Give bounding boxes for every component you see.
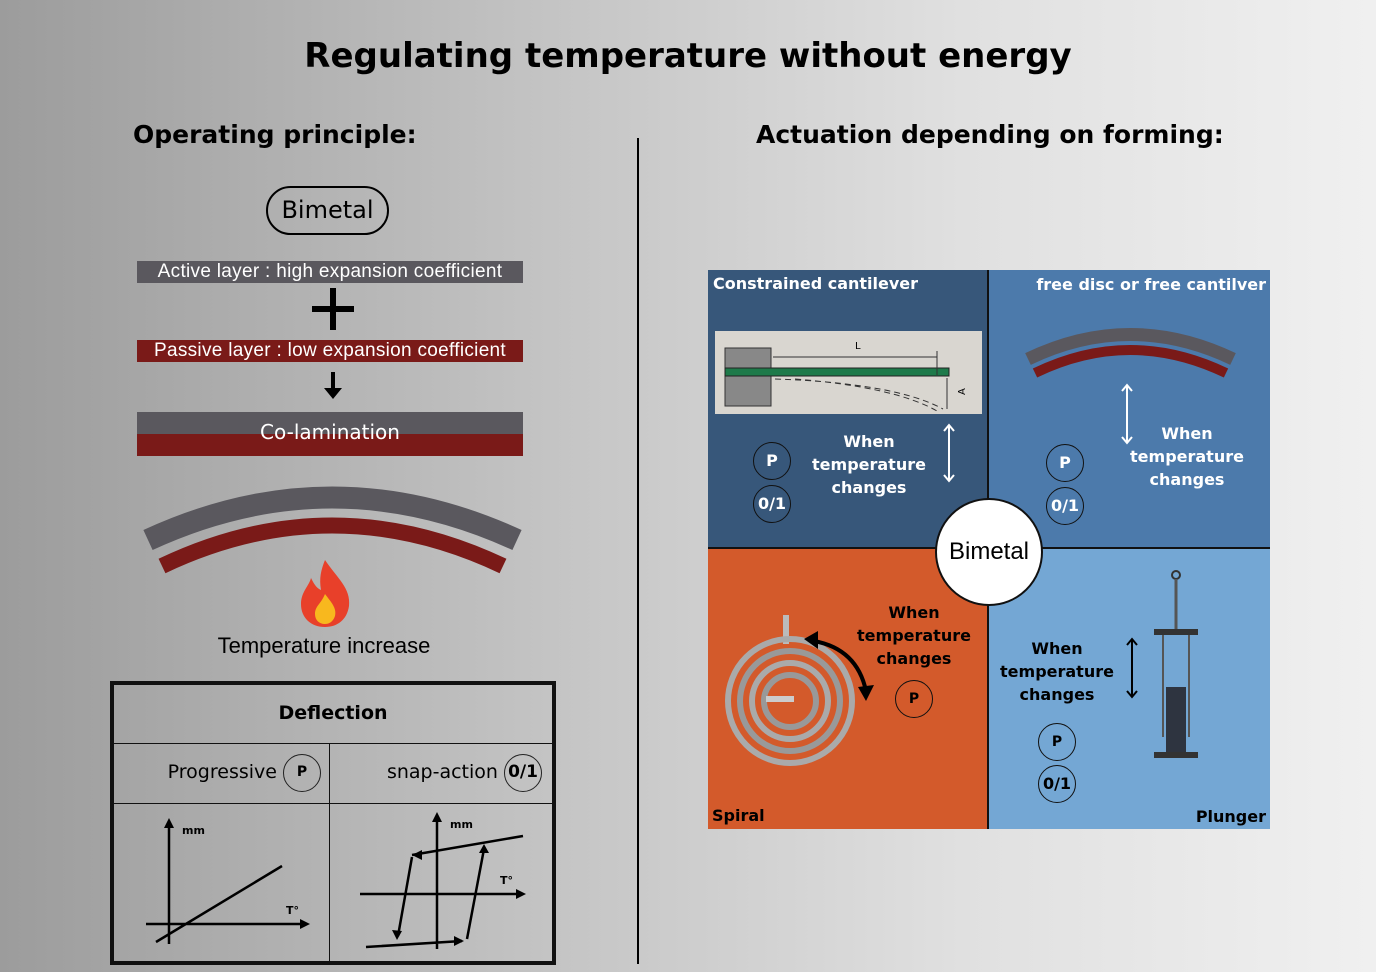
01-badge: 0/1 xyxy=(1046,487,1084,525)
quadrant-free-disc: free disc or free cantilver When temperat… xyxy=(989,270,1270,549)
snap-action-graph-cell: mm T° xyxy=(329,803,553,962)
text: changes xyxy=(876,649,952,668)
p-badge: P xyxy=(753,442,791,480)
fire-icon xyxy=(301,560,350,627)
text: When xyxy=(1161,424,1213,443)
p-badge: P xyxy=(895,680,933,718)
when-temperature-changes: When temperature changes xyxy=(1127,422,1247,491)
snap-action-label: snap-action xyxy=(386,761,498,783)
text: temperature xyxy=(812,455,926,474)
text: temperature xyxy=(857,626,971,645)
deflection-label: A xyxy=(957,388,968,395)
deflection-table: Deflection Progressive P snap-action 0/1… xyxy=(110,681,556,965)
01-badge: 0/1 xyxy=(504,753,542,792)
bimetal-pill: Bimetal xyxy=(266,186,389,235)
arrow-down-icon xyxy=(324,372,342,399)
text: When xyxy=(843,432,895,451)
when-temperature-changes: When temperature changes xyxy=(854,601,974,670)
forming-grid: Constrained cantilever L A When temperatu… xyxy=(708,270,1270,829)
deflection-header: Deflection xyxy=(113,684,553,744)
spiral-image xyxy=(725,615,855,766)
quadrant-title: Constrained cantilever xyxy=(713,274,919,293)
text: temperature xyxy=(1000,662,1114,681)
progressive-graph: mm T° xyxy=(146,818,310,944)
active-layer-label: Active layer : high expansion coefficien… xyxy=(137,261,523,283)
bent-bimetal-strip xyxy=(143,486,522,574)
x-axis-label: T° xyxy=(500,874,513,887)
text: changes xyxy=(831,478,907,497)
bimetal-center-circle: Bimetal xyxy=(935,498,1043,606)
y-axis-label: mm xyxy=(182,824,205,837)
progressive-graph-cell: mm T° xyxy=(113,803,330,962)
text: When xyxy=(1031,639,1083,658)
quadrant-plunger: When temperature changes P 0/1 Plunger xyxy=(989,549,1270,829)
01-badge: 0/1 xyxy=(1038,765,1076,803)
colamination-strip: Co-lamination xyxy=(137,412,523,456)
operating-principle-heading: Operating principle: xyxy=(133,120,417,149)
plus-icon xyxy=(312,288,354,330)
text: changes xyxy=(1019,685,1095,704)
p-badge: P xyxy=(283,753,321,792)
quadrant-title: Spiral xyxy=(712,806,765,825)
divider xyxy=(637,138,639,964)
actuation-heading: Actuation depending on forming: xyxy=(756,120,1224,149)
y-axis-label: mm xyxy=(450,818,473,831)
snap-action-cell: snap-action 0/1 xyxy=(329,743,553,804)
p-badge: P xyxy=(1038,723,1076,761)
quadrant-title: free disc or free cantilver xyxy=(1036,275,1266,294)
text: When xyxy=(888,603,940,622)
p-badge: P xyxy=(1046,444,1084,482)
passive-layer-label: Passive layer : low expansion coefficien… xyxy=(137,340,523,362)
rotation-arrow-icon xyxy=(804,631,874,701)
text: temperature xyxy=(1130,447,1244,466)
quadrant-title: Plunger xyxy=(1195,807,1266,826)
when-temperature-changes: When temperature changes xyxy=(809,430,929,499)
temperature-increase-label: Temperature increase xyxy=(217,633,431,658)
cantilever-diagram-image: L A xyxy=(715,331,982,414)
progressive-cell: Progressive P xyxy=(113,743,330,804)
plunger-image xyxy=(1154,570,1198,758)
quadrant-spiral: When temperature changes P Spiral xyxy=(708,549,989,829)
vertical-arrow-icon xyxy=(1121,383,1133,445)
when-temperature-changes: When temperature changes xyxy=(997,637,1117,706)
text: changes xyxy=(1149,470,1225,489)
01-badge: 0/1 xyxy=(753,485,791,523)
length-label: L xyxy=(855,341,861,352)
progressive-label: Progressive xyxy=(167,761,277,783)
snap-action-graph: mm T° xyxy=(360,812,526,949)
vertical-arrow-icon xyxy=(943,423,955,483)
bent-bimetal-icon xyxy=(1025,328,1236,378)
page-title: Regulating temperature without energy xyxy=(304,36,1072,76)
x-axis-label: T° xyxy=(286,904,299,917)
vertical-arrow-icon xyxy=(1126,637,1138,699)
quadrant-constrained-cantilever: Constrained cantilever L A When temperatu… xyxy=(708,270,989,549)
